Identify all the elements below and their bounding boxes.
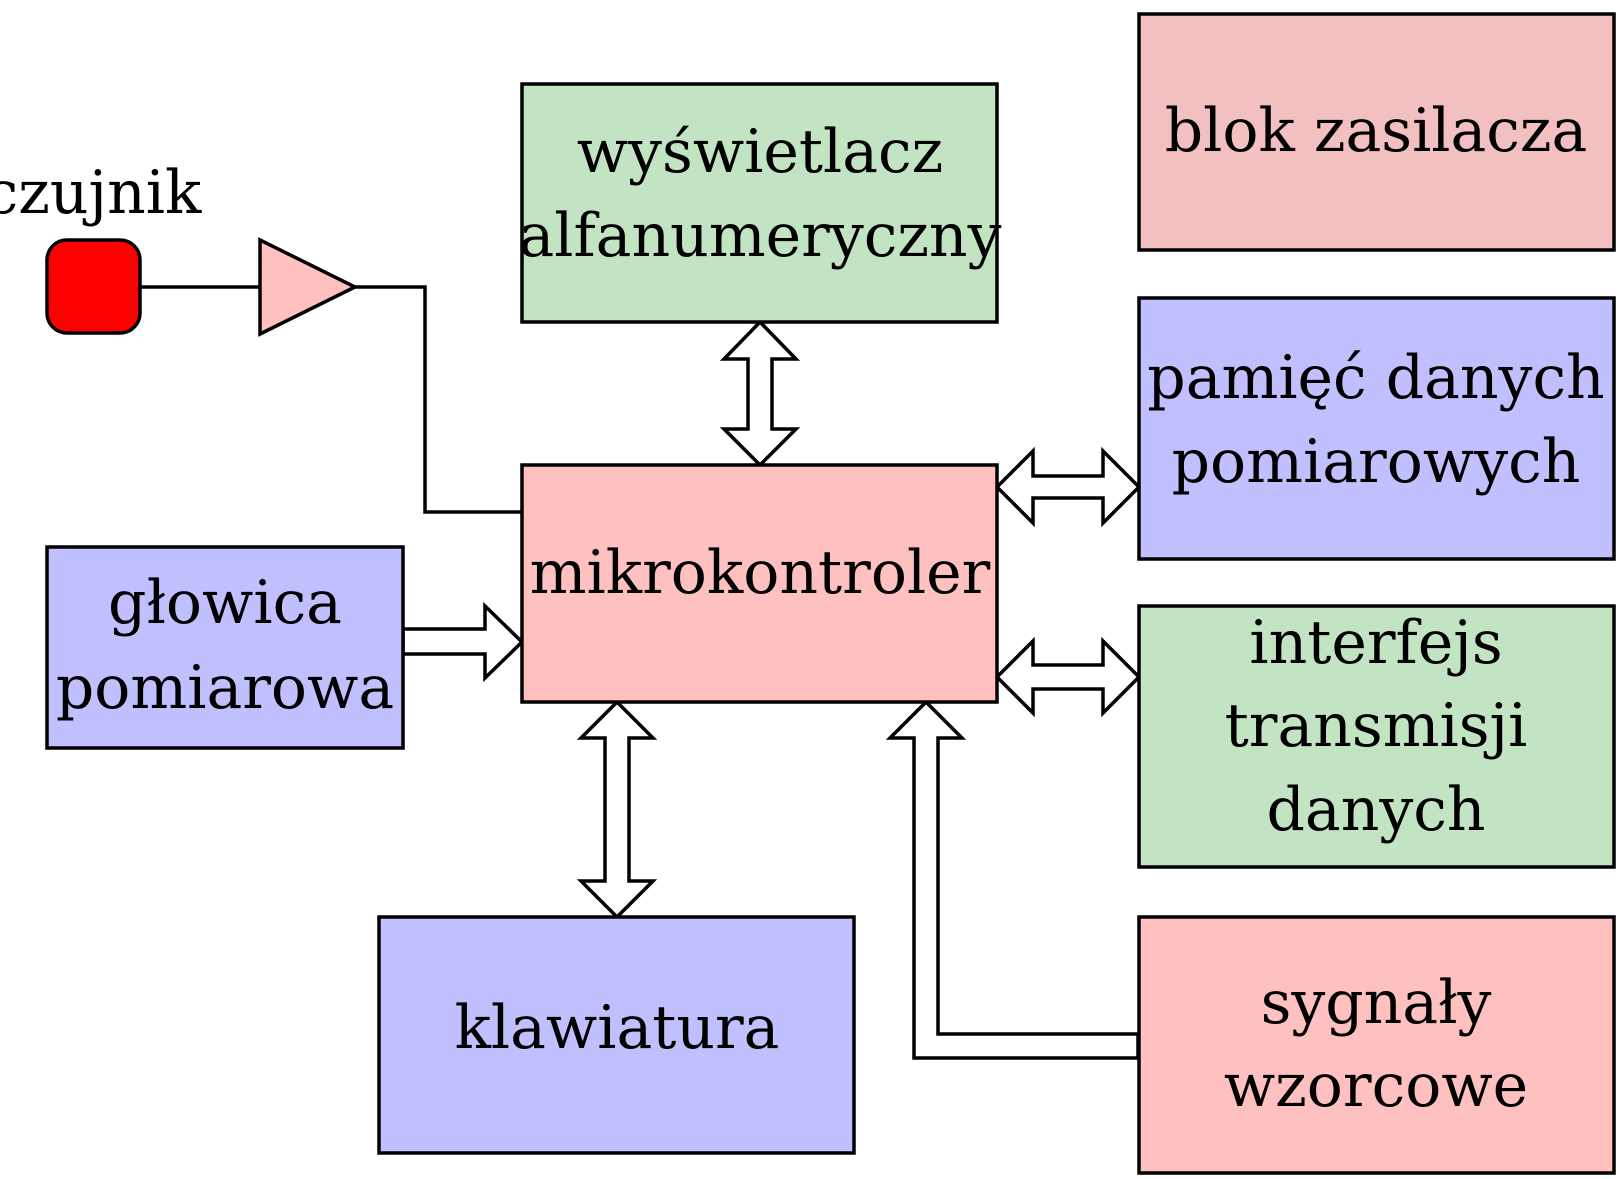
memory-label-line1: pamięć danych	[1147, 343, 1604, 413]
keyboard-label: klawiatura	[455, 993, 780, 1063]
micro-interface-arrow	[994, 636, 1142, 718]
micro-label: mikrokontroler	[530, 538, 991, 608]
sensor-icon	[45, 238, 142, 335]
micro-block: mikrokontroler	[520, 463, 999, 704]
keyboard-block: klawiatura	[377, 915, 856, 1155]
interface-label-line2: transmisji	[1225, 691, 1528, 761]
head-block: głowica pomiarowa	[45, 545, 405, 750]
memory-block: pamięć danych pomiarowych	[1137, 296, 1616, 561]
signals-label-line2: wzorcowe	[1224, 1051, 1528, 1121]
amplifier-icon	[258, 237, 359, 337]
signals-label-line1: sygnały	[1261, 968, 1492, 1038]
micro-memory-arrow	[994, 446, 1142, 528]
display-block: wyświetlacz alfanumeryczny	[519, 82, 1002, 324]
micro-keyboard-arrow	[576, 699, 658, 920]
interface-label-line3: danych	[1267, 775, 1486, 845]
head-label-line2: pomiarowa	[56, 653, 394, 723]
signals-block: sygnały wzorcowe	[1137, 915, 1616, 1175]
interface-label-line1: interfejs	[1249, 608, 1502, 678]
display-label-line1: wyświetlacz	[577, 117, 943, 187]
interface-block: interfejs transmisji danych	[1137, 604, 1616, 869]
display-micro-arrow	[719, 319, 801, 468]
memory-label-line2: pomiarowych	[1172, 427, 1581, 497]
signals-micro-arrow	[885, 699, 1140, 1060]
sensor-label: czujnik	[0, 158, 202, 228]
power-label: blok zasilacza	[1165, 96, 1587, 166]
head-micro-arrow	[401, 601, 525, 683]
display-label-line2: alfanumeryczny	[519, 201, 1002, 271]
head-label-line1: głowica	[108, 568, 342, 638]
power-block: blok zasilacza	[1137, 12, 1616, 252]
amplifier-output-wire	[355, 285, 522, 514]
